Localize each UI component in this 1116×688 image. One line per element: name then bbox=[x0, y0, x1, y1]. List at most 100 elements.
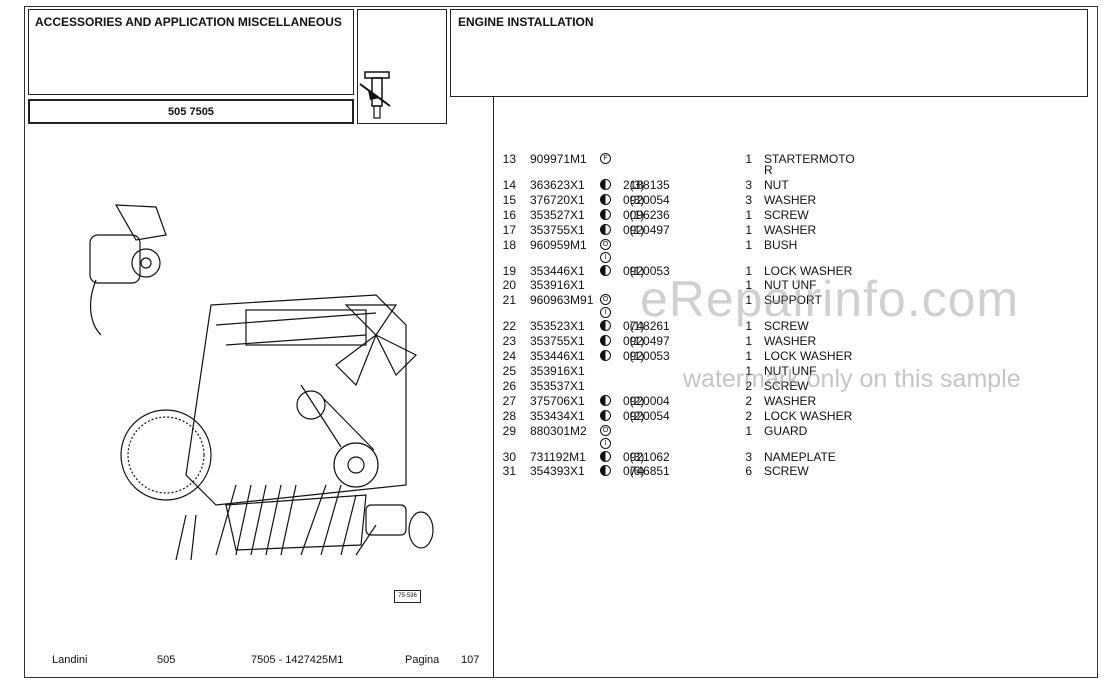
quantity: 2 bbox=[745, 408, 752, 423]
description: NUT bbox=[764, 178, 789, 192]
description: SCREW bbox=[764, 319, 809, 334]
description: WASHER bbox=[764, 222, 817, 237]
item-number: 26 bbox=[502, 378, 516, 393]
footer-page-label: Pagina bbox=[405, 654, 440, 666]
item-number: 23 bbox=[502, 334, 516, 349]
page-frame bbox=[24, 6, 1098, 678]
quantity: 1 bbox=[745, 278, 752, 293]
alternative-part: 0746851 (6) bbox=[623, 464, 670, 479]
item-number: 24 bbox=[502, 349, 516, 364]
model-box: 505 7505 bbox=[28, 99, 354, 124]
column-divider bbox=[493, 97, 494, 678]
part-number: 353916X1 bbox=[530, 364, 585, 379]
alternative-part: 0920497 (1) bbox=[623, 222, 670, 237]
quantity: 1 bbox=[745, 334, 752, 349]
description: SCREW bbox=[764, 464, 809, 479]
description: LOCK WASHER bbox=[764, 263, 853, 278]
item-number: 15 bbox=[502, 192, 516, 207]
description: BUSH bbox=[764, 237, 798, 252]
description: NUT UNF bbox=[764, 364, 817, 379]
quantity: 1 bbox=[745, 263, 752, 278]
installation-title-box: ENGINE INSTALLATION bbox=[450, 9, 1088, 97]
quantity: 1 bbox=[745, 152, 752, 166]
part-number: 353434X1 bbox=[530, 408, 585, 423]
alternative-part: 0920054 (2) bbox=[623, 408, 670, 423]
part-number: 353446X1 bbox=[530, 263, 585, 278]
part-number: 353916X1 bbox=[530, 278, 585, 293]
quantity: 3 bbox=[745, 178, 752, 192]
quantity: 1 bbox=[745, 364, 752, 379]
icon-box bbox=[357, 9, 447, 124]
part-number: 353537X1 bbox=[530, 378, 585, 393]
quantity: 6 bbox=[745, 464, 752, 479]
quantity: 1 bbox=[745, 423, 752, 438]
description: SCREW bbox=[764, 207, 809, 222]
part-number: 353755X1 bbox=[530, 222, 585, 237]
description: LOCK WASHER bbox=[764, 408, 853, 423]
part-number: 353523X1 bbox=[530, 319, 585, 334]
footer-code: 7505 - 1427425M1 bbox=[251, 654, 344, 666]
description: WASHER bbox=[764, 334, 817, 349]
part-number: 354393X1 bbox=[530, 464, 585, 479]
description: WASHER bbox=[764, 393, 817, 408]
description: NUT UNF bbox=[764, 278, 817, 293]
part-number: 909971M1 bbox=[530, 152, 587, 166]
description: LOCK WASHER bbox=[764, 349, 853, 364]
alternative-part: 0920004 (2) bbox=[623, 393, 670, 408]
quantity: 1 bbox=[745, 207, 752, 222]
alternative-part: 0920054 (3) bbox=[623, 192, 670, 207]
footer-page-number: 107 bbox=[461, 654, 480, 666]
part-number: 960959M1 bbox=[530, 237, 587, 252]
engine-exploded-diagram bbox=[89, 204, 434, 561]
quantity: 1 bbox=[745, 222, 752, 237]
alternative-part: 0748261 (1) bbox=[623, 319, 670, 334]
quantity: 1 bbox=[745, 293, 752, 308]
quantity: 2 bbox=[745, 393, 752, 408]
footer-model: 505 bbox=[157, 654, 176, 666]
item-number: 19 bbox=[502, 263, 516, 278]
item-number: 22 bbox=[502, 319, 516, 334]
item-number: 27 bbox=[502, 393, 516, 408]
section-title-box: ACCESSORIES AND APPLICATION MISCELLANEOU… bbox=[28, 9, 354, 95]
part-number: 353527X1 bbox=[530, 207, 585, 222]
footer-brand: Landini bbox=[52, 654, 88, 666]
installation-title: ENGINE INSTALLATION bbox=[458, 15, 594, 29]
alternative-part: 0096236 (1) bbox=[623, 207, 670, 222]
description: SCREW bbox=[764, 378, 809, 393]
item-number: 13 bbox=[502, 152, 516, 166]
watermark-subtext: watermark only on this sample bbox=[683, 365, 1021, 393]
item-number: 17 bbox=[502, 222, 516, 237]
model-label: 505 7505 bbox=[168, 106, 214, 118]
section-title: ACCESSORIES AND APPLICATION MISCELLANEOU… bbox=[35, 15, 342, 29]
figure-number: 75-536 bbox=[394, 590, 421, 603]
item-number: 28 bbox=[502, 408, 516, 423]
quantity: 3 bbox=[745, 192, 752, 207]
quantity: 1 bbox=[745, 237, 752, 252]
description: NAMEPLATE bbox=[764, 449, 836, 464]
item-number: 29 bbox=[502, 423, 516, 438]
watermark-text: eRepairinfo.com bbox=[640, 271, 1020, 327]
engine-mount-icon bbox=[359, 71, 391, 119]
part-number: 363623X1 bbox=[530, 178, 585, 192]
item-number: 31 bbox=[502, 464, 516, 479]
part-number: 353755X1 bbox=[530, 334, 585, 349]
alternative-part: 0920053 (1) bbox=[623, 263, 670, 278]
item-number: 14 bbox=[502, 178, 516, 192]
quantity: 1 bbox=[745, 319, 752, 334]
part-number: 960963M91 bbox=[530, 293, 594, 308]
quantity: 3 bbox=[745, 449, 752, 464]
alternative-part: 2188135 (3) bbox=[623, 178, 670, 192]
description: GUARD bbox=[764, 423, 808, 438]
alternative-part: 0920053 (1) bbox=[623, 349, 670, 364]
quantity: 2 bbox=[745, 378, 752, 393]
alternative-part: 0921062 (3) bbox=[623, 449, 670, 464]
part-number: 376720X1 bbox=[530, 192, 585, 207]
item-number: 21 bbox=[502, 293, 516, 308]
description: SUPPORT bbox=[764, 293, 822, 308]
alternative-part: 0920497 (1) bbox=[623, 334, 670, 349]
part-number: 731192M1 bbox=[530, 449, 586, 464]
part-number: 880301M2 bbox=[530, 423, 587, 438]
item-number: 30 bbox=[502, 449, 516, 464]
item-number: 18 bbox=[502, 237, 516, 252]
item-number: 20 bbox=[502, 278, 516, 293]
